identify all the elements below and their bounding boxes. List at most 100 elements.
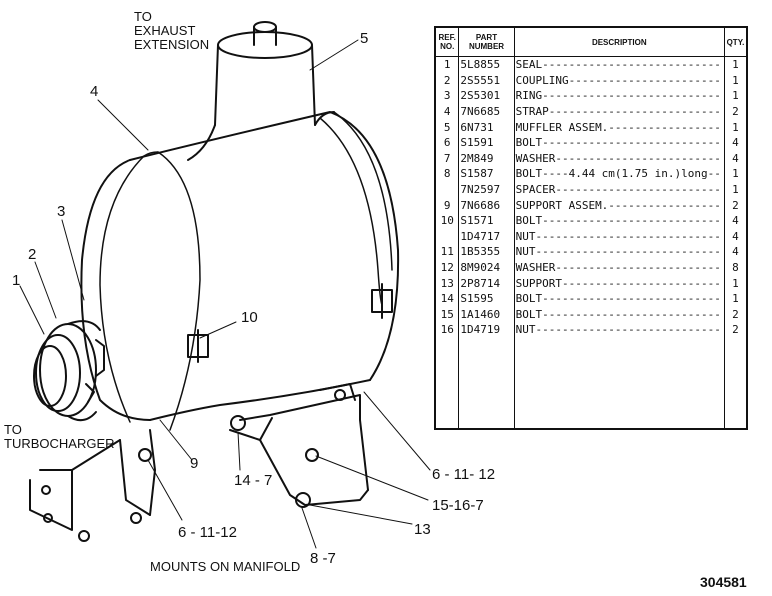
part-number-cell: 1D4719 [458,322,515,338]
part-number-cell: S1591 [458,134,515,151]
ref-cell: 5 [434,119,460,135]
part-number-cell: S1587 [458,166,515,182]
ref-cell: 3 [434,88,460,104]
support-bracket-left [29,429,156,542]
description-cell: NUT---------------------------- [513,244,725,260]
qty-cell: 1 [723,56,748,73]
leader-lines [19,39,431,549]
qty-cell: 2 [723,306,748,323]
ref-cell: 14 [434,290,460,307]
part-number-cell: 7N2597 [458,181,515,198]
callout-5: 5 [360,30,369,47]
qty-cell: 2 [723,103,748,120]
part-number-cell: 7N6685 [458,103,515,120]
strap-clamp-rear [371,283,393,319]
callout-3: 3 [57,203,66,220]
part-number-cell: 2P8714 [458,275,515,291]
part-number-cell: S1571 [458,212,515,229]
qty-cell: 4 [723,228,748,245]
part-number-cell: 2S5551 [458,72,515,89]
part-number-cell: 6N731 [458,119,515,135]
description-cell: BOLT--------------------------- [513,212,725,229]
description-cell: BOLT----4.44 cm(1.75 in.)long-- [513,166,725,182]
parts-table-header: REF. NO. PART NUMBER DESCRIPTION QTY. [434,26,748,57]
callout-14-7: 14 - 7 [234,472,273,489]
part-number-cell: 5L8855 [458,56,515,73]
callout-2: 2 [28,246,37,263]
ref-cell [434,228,460,245]
qty-cell: 1 [723,88,748,104]
header-qty: QTY. [723,26,748,57]
ref-cell: 15 [434,306,460,323]
description-cell: WASHER------------------------- [513,150,725,167]
callout-4: 4 [90,83,99,100]
qty-cell: 1 [723,181,748,198]
description-cell: BOLT--------------------------- [513,134,725,151]
description-cell: STRAP-------------------------- [513,103,725,120]
ref-cell: 10 [434,212,460,229]
qty-cell: 2 [723,322,748,338]
qty-cell: 2 [723,197,748,213]
ref-cell: 6 [434,134,460,151]
exhaust-extension-label: TO EXHAUST EXTENSION [134,9,210,52]
part-number-cell: 1D4717 [458,228,515,245]
muffler-body [80,111,400,431]
part-number-cell: 2S5301 [458,88,515,104]
description-cell: SUPPORT ASSEM.----------------- [513,197,725,213]
description-cell: NUT---------------------------- [513,322,725,338]
ref-cell: 13 [434,275,460,291]
callout-8-7: 8 -7 [310,550,336,567]
description-cell: SPACER------------------------- [513,181,725,198]
header-description: DESCRIPTION [513,26,725,57]
ref-cell: 1 [434,56,460,73]
part-number-cell: 8M9024 [458,259,515,276]
callout-13: 13 [414,521,431,538]
ref-cell: 8 [434,166,460,182]
figure-number: 304581 [700,574,747,590]
ref-cell: 16 [434,322,460,338]
mounts-on-manifold-label: MOUNTS ON MANIFOLD [150,559,301,574]
qty-cell: 1 [723,166,748,182]
callout-6-11-12-right: 6 - 11- 12 [432,466,496,483]
table-filler-row [434,337,748,430]
header-ref-no: REF. NO. [434,26,460,57]
description-cell: SEAL--------------------------- [513,56,725,73]
qty-cell: 8 [723,259,748,276]
callout-1: 1 [12,272,21,289]
support-bracket-right [229,383,369,508]
ref-cell: 4 [434,103,460,120]
description-cell: SUPPORT------------------------ [513,275,725,291]
part-number-cell: S1595 [458,290,515,307]
part-number-cell: 1B5355 [458,244,515,260]
callout-9: 9 [190,455,199,472]
inlet-coupling [33,320,105,422]
ref-cell: 2 [434,72,460,89]
ref-cell: 12 [434,259,460,276]
callout-10: 10 [241,309,258,326]
description-cell: RING--------------------------- [513,88,725,104]
qty-cell: 1 [723,290,748,307]
qty-cell: 4 [723,212,748,229]
qty-cell: 4 [723,244,748,260]
description-cell: BOLT--------------------------- [513,306,725,323]
callout-15-16-7: 15-16-7 [432,497,484,514]
qty-cell: 1 [723,72,748,89]
